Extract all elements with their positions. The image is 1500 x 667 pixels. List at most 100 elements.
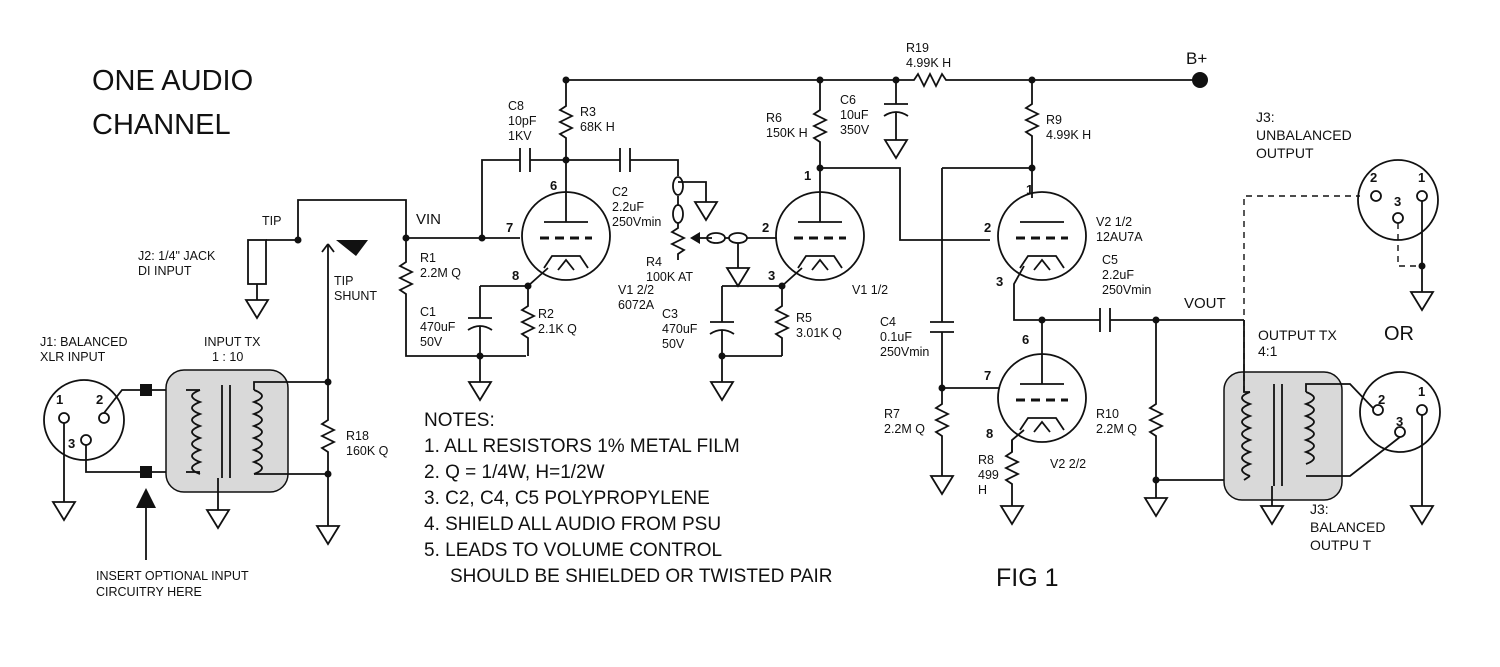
r18-ref: R18 bbox=[346, 429, 369, 443]
input-tx-ratio: 1 : 10 bbox=[212, 350, 243, 364]
c8-capacitor bbox=[481, 148, 566, 238]
c8-ref: C8 bbox=[508, 99, 524, 113]
v2b-pin-7: 7 bbox=[984, 368, 991, 383]
notes-heading: NOTES: bbox=[424, 410, 495, 431]
j3b-label-line-2: BALANCED bbox=[1310, 519, 1385, 535]
c3-voltage: 50V bbox=[662, 337, 685, 351]
v2-section-1-tube bbox=[996, 190, 1088, 282]
figure-label: FIG 1 bbox=[996, 564, 1059, 592]
v2b-name: V2 2/2 bbox=[1050, 457, 1086, 471]
r1-value: 2.2M Q bbox=[420, 266, 461, 280]
r9-value: 4.99K H bbox=[1046, 128, 1091, 142]
r4-volume-potentiometer bbox=[669, 176, 712, 260]
j1-pin-2: 2 bbox=[96, 392, 103, 407]
c6-value: 10uF bbox=[840, 108, 869, 122]
r5-ref: R5 bbox=[796, 311, 812, 325]
c4-value: 0.1uF bbox=[880, 330, 912, 344]
note-item: 2. Q = 1/4W, H=1/2W bbox=[424, 462, 605, 483]
j2-jack-icon bbox=[247, 239, 267, 290]
r9-resistor bbox=[1023, 80, 1041, 168]
r3-value: 68K H bbox=[580, 120, 615, 134]
r2-ref: R2 bbox=[538, 307, 554, 321]
r19-value: 4.99K H bbox=[906, 56, 951, 70]
v1b-pin-3: 3 bbox=[768, 268, 775, 283]
r3-ref: R3 bbox=[580, 105, 596, 119]
r5-resistor bbox=[773, 300, 791, 356]
c2-value: 2.2uF bbox=[612, 200, 644, 214]
r8-resistor bbox=[1003, 440, 1021, 496]
r8-value-2: H bbox=[978, 483, 987, 497]
c4-capacitor bbox=[930, 321, 954, 388]
j3u-pin-3: 3 bbox=[1394, 194, 1401, 209]
v1a-pin-7: 7 bbox=[506, 220, 513, 235]
v2b-pin-8: 8 bbox=[986, 426, 993, 441]
r7-resistor bbox=[933, 388, 951, 466]
c2-capacitor bbox=[566, 148, 679, 176]
r4-ref: R4 bbox=[646, 255, 662, 269]
v2a-pin-3: 3 bbox=[996, 274, 1003, 289]
v1b-pin-1: 1 bbox=[804, 168, 811, 183]
r10-resistor bbox=[1147, 320, 1165, 480]
j3u-pin-1: 1 bbox=[1418, 170, 1425, 185]
v1b-name: V1 1/2 bbox=[852, 283, 888, 297]
note-item: 1. ALL RESISTORS 1% METAL FILM bbox=[424, 436, 740, 457]
r1-resistor bbox=[397, 238, 526, 357]
r7-value: 2.2M Q bbox=[884, 422, 925, 436]
v2a-name: V2 1/2 bbox=[1096, 215, 1132, 229]
c2-ref: C2 bbox=[612, 185, 628, 199]
r2-resistor bbox=[519, 300, 537, 356]
c5-voltage: 250Vmin bbox=[1102, 283, 1151, 297]
tip-shunt-label-1: TIP bbox=[334, 274, 353, 288]
output-transformer bbox=[1223, 371, 1343, 501]
v1a-type: 6072A bbox=[618, 298, 655, 312]
j3u-label-line-1: J3: bbox=[1256, 109, 1275, 125]
c8-voltage: 1KV bbox=[508, 129, 532, 143]
or-label: OR bbox=[1384, 323, 1414, 345]
r2-value: 2.1K Q bbox=[538, 322, 577, 336]
j2-label-line-1: J2: 1/4" JACK bbox=[138, 249, 216, 263]
v2a-pin-2: 2 bbox=[984, 220, 991, 235]
r6-ref: R6 bbox=[766, 111, 782, 125]
r7-ref: R7 bbox=[884, 407, 900, 421]
v2a-type: 12AU7A bbox=[1096, 230, 1143, 244]
r18-value: 160K Q bbox=[346, 444, 389, 458]
note-item: 4. SHIELD ALL AUDIO FROM PSU bbox=[424, 514, 721, 535]
c3-value: 470uF bbox=[662, 322, 698, 336]
insert-note-line-1: INSERT OPTIONAL INPUT bbox=[96, 569, 249, 583]
c1-voltage: 50V bbox=[420, 335, 443, 349]
c8-value: 10pF bbox=[508, 114, 537, 128]
r19-ref: R19 bbox=[906, 41, 929, 55]
r6-resistor bbox=[811, 100, 829, 168]
r5-value: 3.01K Q bbox=[796, 326, 842, 340]
c6-ref: C6 bbox=[840, 93, 856, 107]
v2a-pin-1: 1 bbox=[1026, 182, 1033, 197]
insert-note-line-2: CIRCUITRY HERE bbox=[96, 585, 202, 599]
note-item: 3. C2, C4, C5 POLYPROPYLENE bbox=[424, 488, 710, 509]
tip-label: TIP bbox=[262, 214, 281, 228]
tip-shunt-label-2: SHUNT bbox=[334, 289, 377, 303]
j2-label-line-2: DI INPUT bbox=[138, 264, 192, 278]
r9-ref: R9 bbox=[1046, 113, 1062, 127]
r8-ref: R8 bbox=[978, 453, 994, 467]
j3b-label-line-3: OUTPU T bbox=[1310, 537, 1372, 553]
input-tx-name: INPUT TX bbox=[204, 335, 261, 349]
r3-resistor bbox=[557, 80, 575, 160]
vin-label: VIN bbox=[416, 211, 441, 228]
r1-ref: R1 bbox=[420, 251, 436, 265]
j3u-label-line-2: UNBALANCED bbox=[1256, 127, 1352, 143]
r10-ref: R10 bbox=[1096, 407, 1119, 421]
j3b-pin-2: 2 bbox=[1378, 392, 1385, 407]
r18-resistor bbox=[319, 382, 337, 474]
note-item: 5. LEADS TO VOLUME CONTROL bbox=[424, 540, 722, 561]
title-line-1: ONE AUDIO bbox=[92, 65, 253, 97]
r8-value-1: 499 bbox=[978, 468, 999, 482]
c5-value: 2.2uF bbox=[1102, 268, 1134, 282]
j3b-pin-3: 3 bbox=[1396, 414, 1403, 429]
c4-ref: C4 bbox=[880, 315, 896, 329]
c1-value: 470uF bbox=[420, 320, 456, 334]
c4-voltage: 250Vmin bbox=[880, 345, 929, 359]
v1a-name: V1 2/2 bbox=[618, 283, 654, 297]
v1a-pin-6: 6 bbox=[550, 178, 557, 193]
c5-capacitor bbox=[1042, 308, 1244, 332]
v1b-pin-2: 2 bbox=[762, 220, 769, 235]
